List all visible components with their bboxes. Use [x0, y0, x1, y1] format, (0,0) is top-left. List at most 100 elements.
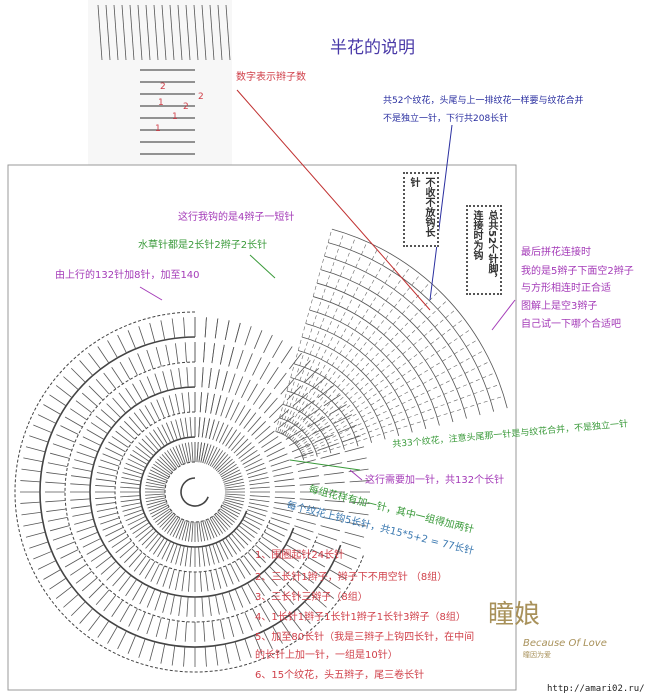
stitch-mark — [233, 530, 249, 546]
box-left-note: 不收不放钩长针 — [403, 172, 439, 247]
stitch-mark — [162, 371, 169, 391]
stitch-mark — [128, 551, 143, 568]
stitch-mark — [119, 361, 131, 380]
fan-spoke — [275, 229, 333, 432]
stitch-mark — [76, 525, 96, 533]
stitch-mark — [161, 424, 172, 443]
stitch-mark — [244, 326, 252, 346]
stitch-mark — [145, 481, 166, 487]
stitch-mark — [43, 404, 61, 415]
stitch-mark — [29, 541, 49, 549]
stitch-mark — [251, 548, 266, 563]
snippet-stitch — [217, 4, 223, 61]
snippet-number: 2 — [160, 82, 166, 92]
fan-spoke — [286, 259, 401, 437]
stitch-mark — [138, 326, 146, 346]
snippet-stitch — [193, 4, 199, 61]
stitch-mark — [274, 496, 295, 499]
stitch-mark — [205, 418, 211, 439]
stitch-mark — [200, 521, 206, 542]
stitch-mark — [220, 567, 228, 587]
stitch-mark — [146, 588, 156, 608]
stitch-mark — [122, 472, 142, 479]
stitch-mark — [296, 608, 311, 624]
pointer-line-purple3 — [349, 469, 363, 481]
stitch-mark — [129, 454, 148, 465]
stitch-mark — [320, 525, 340, 532]
stitch-mark — [160, 643, 166, 664]
stitch-mark — [204, 444, 212, 464]
note-increase: 由上行的132针加8针，加至140 — [55, 270, 200, 281]
stitch-mark — [144, 405, 156, 423]
step-5-cont: 的长针上加一针，一组是10针） — [255, 650, 398, 661]
stitch-mark — [184, 417, 189, 438]
stitch-mark — [72, 467, 93, 472]
stitch-mark — [155, 347, 162, 367]
stitch-mark — [181, 520, 188, 541]
stitch-mark — [175, 545, 182, 565]
stitch-mark — [156, 399, 165, 419]
box-right-note: 总共52个针脚，连接时为钩 — [466, 205, 502, 295]
stitch-mark — [189, 546, 192, 567]
stitch-mark — [108, 441, 126, 453]
stitch-mark — [55, 586, 73, 599]
stitch-ring — [164, 461, 224, 523]
stitch-mark — [79, 608, 94, 624]
snippet-stitch — [209, 4, 215, 61]
stitch-mark — [165, 542, 175, 562]
stitch-mark — [225, 429, 238, 447]
stitch-mark — [178, 368, 182, 388]
stitch-mark — [242, 519, 261, 530]
stitch-mark — [234, 322, 241, 343]
fan-row — [286, 390, 345, 450]
stitch-mark — [282, 422, 300, 434]
fan-row — [328, 242, 495, 412]
stitch-mark — [218, 509, 235, 523]
stitch-mark — [165, 422, 175, 442]
stitch-mark — [123, 509, 144, 517]
stitch-mark — [149, 535, 162, 552]
stitch-mark — [72, 512, 93, 517]
stitch-mark — [106, 403, 122, 419]
stitch-mark — [119, 604, 131, 623]
stitch-mark — [221, 469, 241, 480]
stitch-mark — [225, 399, 234, 419]
stitch-mark — [60, 425, 79, 435]
stitch-mark — [211, 343, 215, 364]
stitch-mark — [155, 461, 172, 475]
stitch-mark — [273, 372, 287, 390]
stitch-mark — [107, 626, 118, 644]
stitch-mark — [81, 392, 98, 407]
stitch-mark — [79, 443, 99, 453]
stitch-mark — [170, 594, 175, 615]
stitch-mark — [247, 383, 258, 402]
stitch-mark — [170, 369, 175, 390]
watermark: http://amari02.ru/ — [547, 684, 645, 694]
stitch-mark — [152, 537, 165, 555]
stitch-mark — [165, 344, 171, 365]
stitch-mark — [161, 514, 176, 530]
stitch-mark — [111, 367, 124, 385]
fan-row — [309, 309, 427, 430]
fan-spoke — [294, 299, 449, 443]
stitch-mark — [145, 497, 166, 503]
stitch-mark — [254, 425, 271, 440]
stitch-mark — [228, 535, 241, 552]
stitch-mark — [88, 614, 101, 632]
stitch-mark — [297, 512, 318, 517]
stitch-mark — [248, 502, 269, 508]
stitch-mark — [224, 488, 245, 491]
stitch-mark — [228, 432, 241, 449]
pointer-line-green — [249, 254, 276, 279]
stitch-mark — [46, 508, 67, 512]
stitch-mark — [47, 516, 68, 522]
stitch-mark — [70, 483, 91, 486]
page-title: 半花的说明 — [330, 38, 415, 58]
fan-spoke — [297, 328, 472, 448]
stitch-mark — [207, 518, 218, 538]
stitch-mark — [270, 517, 290, 525]
stitch-mark — [181, 392, 185, 413]
stitch-mark — [239, 408, 251, 426]
stitch-mark — [95, 589, 110, 606]
stitch-mark — [212, 420, 220, 441]
